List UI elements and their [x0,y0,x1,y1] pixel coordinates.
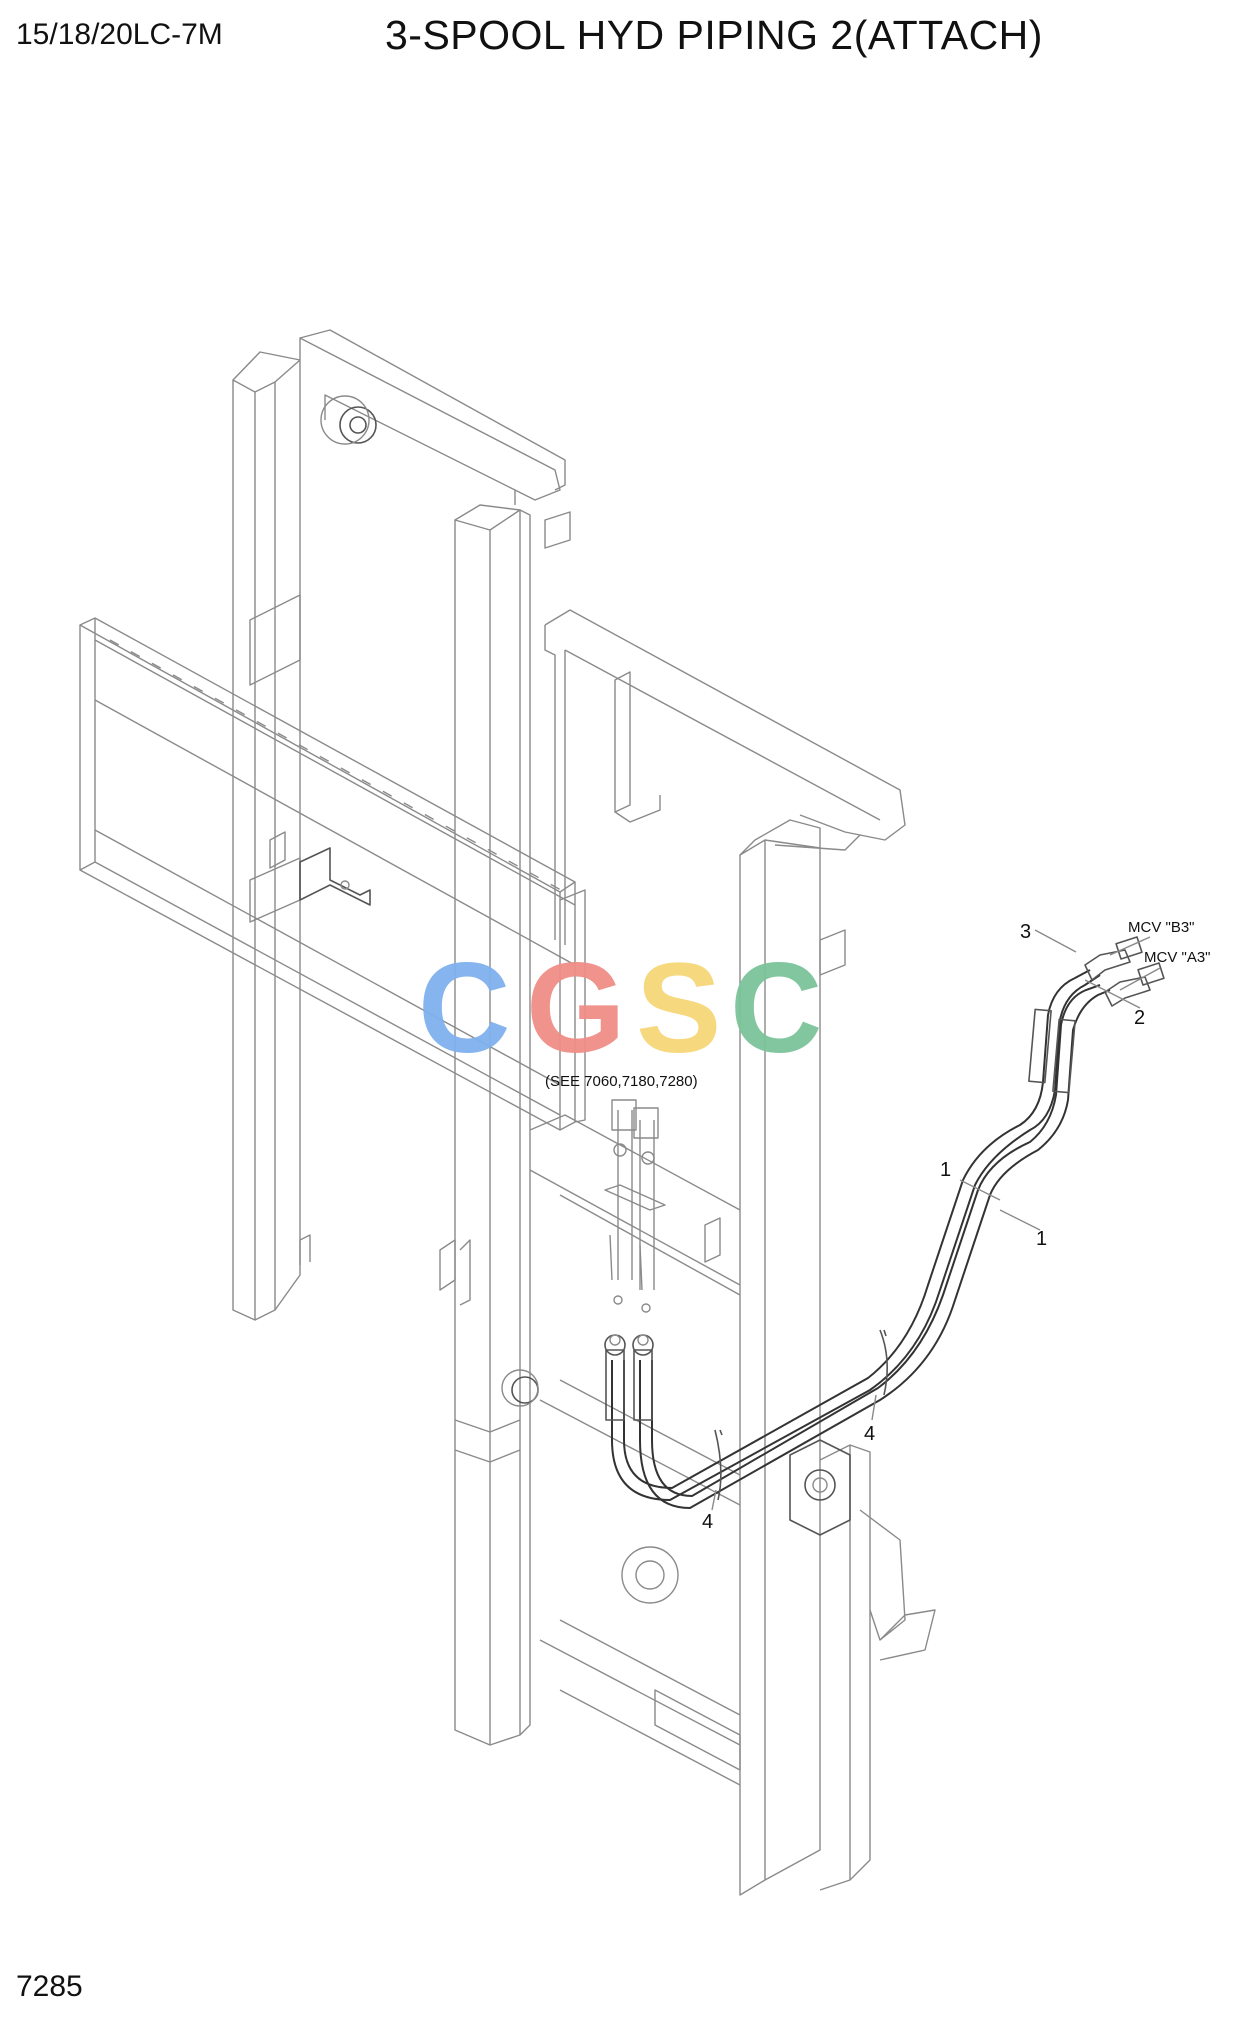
callout-1-lower: 1 [1036,1228,1047,1250]
hose-fittings [1084,936,1165,1007]
callout-4-left: 4 [702,1511,713,1533]
leader-lines [711,929,1161,1511]
hydraulic-hoses [604,969,1111,1510]
note-mcv-b3: MCV "B3" [1128,919,1195,936]
page-title: 3-SPOOL HYD PIPING 2(ATTACH) [385,12,1043,58]
model-number: 15/18/20LC-7M [16,18,223,51]
callout-3: 3 [1020,921,1031,943]
frame-structure [459,609,936,1896]
note-mcv-a3: MCV "A3" [1144,949,1211,966]
callout-2: 2 [1134,1007,1145,1029]
watermark-letter-4: C [730,937,822,1080]
watermark-letter-2: G [526,937,626,1080]
inner-mast [439,504,539,1746]
fork-carriage [79,617,586,1131]
callout-1-upper: 1 [940,1159,951,1181]
note-see-ref: (SEE 7060,7180,7280) [545,1073,698,1090]
page-number: 7285 [16,1970,83,2003]
watermark-letter-3: S [636,937,721,1080]
reference-parts [604,1099,666,1313]
outer-mast [232,329,571,1321]
watermark-logo: C G S C [418,937,822,1080]
callout-4-right: 4 [864,1423,875,1445]
watermark-letter-1: C [418,937,510,1080]
